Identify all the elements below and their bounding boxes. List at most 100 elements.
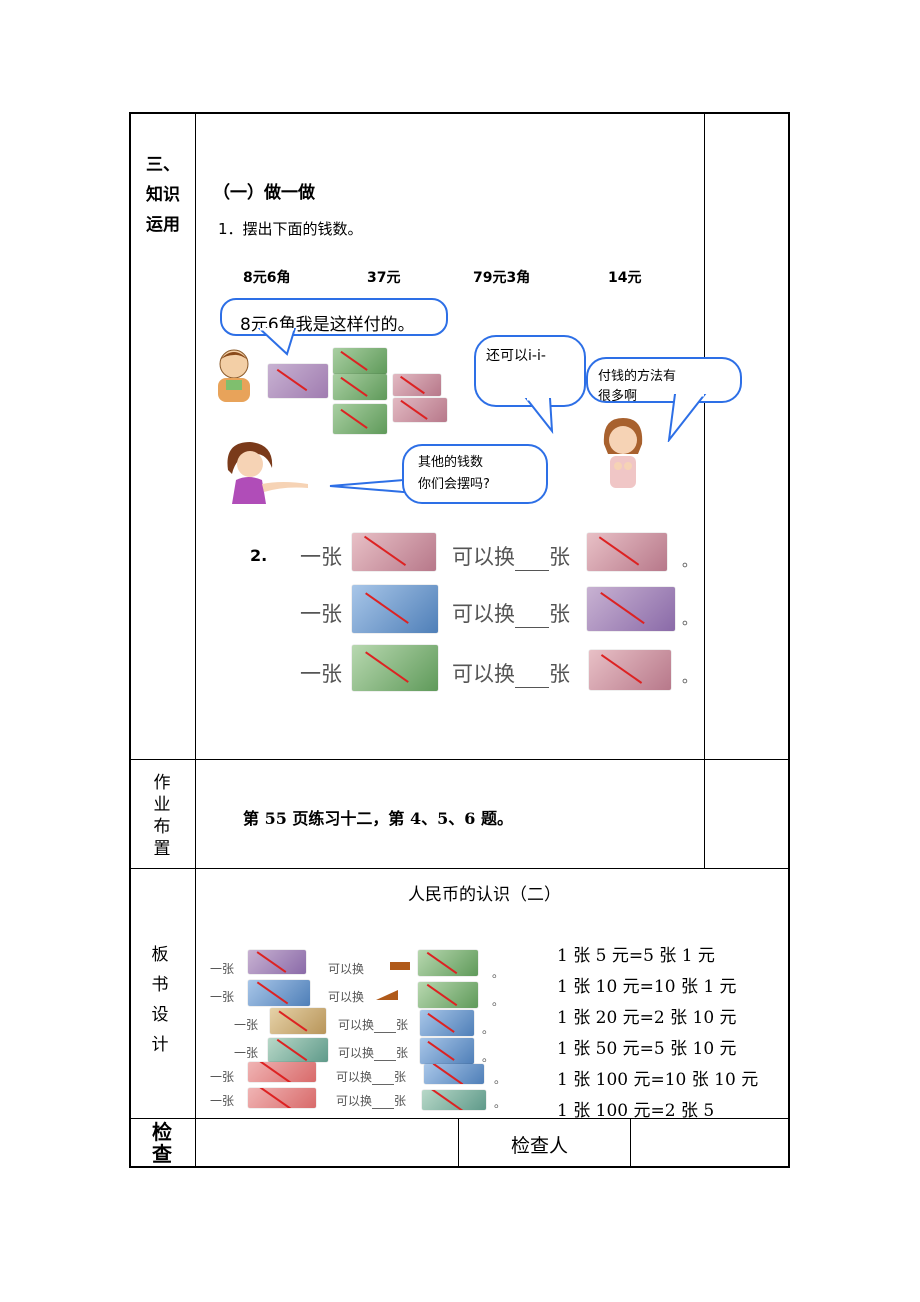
exchange-row-3-end: 。	[682, 668, 698, 686]
equation-4: 1 张 50 元=5 张 10 元	[557, 1039, 737, 1059]
board-title: 人民币的认识（二）	[408, 885, 561, 905]
board-row-3-middle-text: 可以换	[338, 1018, 375, 1032]
board-row-5-middle: 可以换张	[336, 1068, 406, 1085]
board-label: 板 书 设 计	[145, 940, 175, 1060]
board-row-1-mark	[390, 962, 410, 970]
check-label: 检 查	[148, 1121, 176, 1165]
answer-blank[interactable]	[515, 609, 549, 628]
banknote-icon	[393, 398, 447, 422]
exchange-row-3-middle: 可以换 张	[452, 658, 570, 688]
board-row-6-end: 。	[494, 1096, 507, 1110]
exchange-row-1-left: 一张	[300, 545, 342, 569]
amount-2: 37元	[367, 270, 401, 286]
answer-blank[interactable]	[374, 1048, 397, 1061]
board-row-3-middle: 可以换 张	[338, 1016, 408, 1033]
exchange-row-3-middle-text: 可以换	[452, 662, 515, 686]
section-label: 三、 知识 运用	[133, 152, 193, 238]
equation-2: 1 张 10 元=10 张 1 元	[557, 977, 737, 997]
speech-bubble-3-text: 付钱的方法有 很多啊	[598, 367, 676, 403]
board-row-2-mark	[376, 990, 398, 1000]
board-label-char: 书	[151, 975, 169, 995]
board-row-1-middle: 可以换	[328, 962, 365, 976]
board-row-3-left: 一张	[234, 1018, 259, 1032]
speech-bubble-4-tail	[329, 478, 405, 494]
board-row-4-middle: 可以换张	[338, 1044, 408, 1061]
board-label-char: 计	[151, 1035, 169, 1055]
banknote-icon	[333, 404, 387, 434]
amount-4: 14元	[608, 270, 642, 286]
banknote-icon	[248, 1062, 316, 1082]
homework-label-char: 布	[153, 817, 171, 837]
question-1: 1．摆出下面的钱数。	[218, 220, 363, 238]
board-label-char: 设	[151, 1005, 169, 1025]
question-2-number: 2.	[250, 546, 268, 565]
banknote-icon	[420, 1010, 474, 1036]
equation-3: 1 张 20 元=2 张 10 元	[557, 1008, 737, 1028]
banknote-icon	[268, 1038, 328, 1062]
board-row-3-right: 张	[396, 1018, 409, 1032]
banknote-icon	[424, 1064, 484, 1084]
check-label-line2: 查	[152, 1142, 172, 1166]
answer-blank[interactable]	[372, 1072, 395, 1085]
speech-bubble-3-line2: 很多啊	[598, 389, 638, 403]
board-row-2-end: 。	[492, 994, 505, 1008]
speech-bubble-3: 付钱的方法有 很多啊	[586, 357, 742, 403]
check-label-line1: 检	[152, 1120, 172, 1144]
exchange-row-2-right: 张	[549, 602, 570, 626]
speech-bubble-4: 其他的钱数 你们会摆吗?	[402, 444, 548, 504]
amount-3: 79元3角	[473, 270, 531, 286]
amount-1: 8元6角	[243, 270, 291, 286]
board-row-1-left: 一张	[210, 962, 235, 976]
homework-label-char: 作	[153, 773, 171, 793]
answer-blank[interactable]	[515, 552, 549, 571]
banknote-icon	[393, 374, 441, 396]
sub-heading: （一）做一做	[213, 183, 315, 203]
speech-bubble-4-line2: 你们会摆吗?	[418, 477, 490, 492]
speech-bubble-1-tail	[257, 328, 297, 356]
equation-5: 1 张 100 元=10 张 10 元	[557, 1070, 759, 1090]
exchange-row-1-end: 。	[682, 552, 698, 570]
speech-bubble-2: 还可以ⅰ-ⅰ-	[474, 335, 586, 407]
banknote-icon	[333, 374, 387, 400]
speech-bubble-3-tail	[667, 394, 707, 442]
girl-figure-icon	[603, 418, 643, 488]
checker-label: 检查人	[511, 1135, 569, 1157]
banknote-icon	[333, 348, 387, 374]
exchange-row-2-end: 。	[682, 610, 698, 628]
exchange-row-3-right: 张	[549, 662, 570, 686]
speech-bubble-4-text: 其他的钱数 你们会摆吗?	[418, 452, 490, 496]
homework-label-char: 置	[153, 839, 171, 859]
exchange-row-2-middle: 可以换 张	[452, 598, 570, 628]
speech-bubble-2-tail	[524, 398, 554, 434]
exchange-row-3-left: 一张	[300, 662, 342, 686]
banknote-icon	[352, 585, 438, 633]
answer-blank[interactable]	[515, 669, 549, 688]
board-label-char: 板	[151, 945, 169, 965]
section-label-line1: 三、	[146, 155, 180, 175]
answer-blank[interactable]	[372, 1096, 395, 1109]
board-row-5-right: 张	[394, 1070, 407, 1084]
exchange-row-2-middle-text: 可以换	[452, 602, 515, 626]
board-row-4-left: 一张	[234, 1046, 259, 1060]
equation-1: 1 张 5 元=5 张 1 元	[557, 946, 715, 966]
banknote-icon	[352, 645, 438, 691]
answer-blank[interactable]	[374, 1020, 397, 1033]
banknote-icon	[418, 950, 478, 976]
board-row-4-middle-text: 可以换	[338, 1046, 375, 1060]
teacher-figure-icon	[227, 442, 308, 504]
banknote-icon	[587, 587, 675, 631]
banknote-icon	[248, 1088, 316, 1108]
banknote-icon	[248, 950, 306, 974]
speech-bubble-1: 8元6角我是这样付的。	[220, 298, 448, 336]
speech-bubble-4-line1: 其他的钱数	[418, 455, 484, 470]
board-row-2-left: 一张	[210, 990, 235, 1004]
speech-bubble-2-text: 还可以ⅰ-ⅰ-	[486, 348, 546, 364]
board-row-1-end: 。	[492, 966, 505, 980]
exchange-row-1-right: 张	[549, 545, 570, 569]
exchange-row-1-middle: 可以换张	[452, 541, 570, 571]
banknote-icon	[420, 1038, 474, 1064]
banknote-icon	[587, 533, 667, 571]
banknote-icon	[589, 650, 671, 690]
board-row-6-right: 张	[394, 1094, 407, 1108]
homework-label: 作 业 布 置	[147, 772, 177, 860]
